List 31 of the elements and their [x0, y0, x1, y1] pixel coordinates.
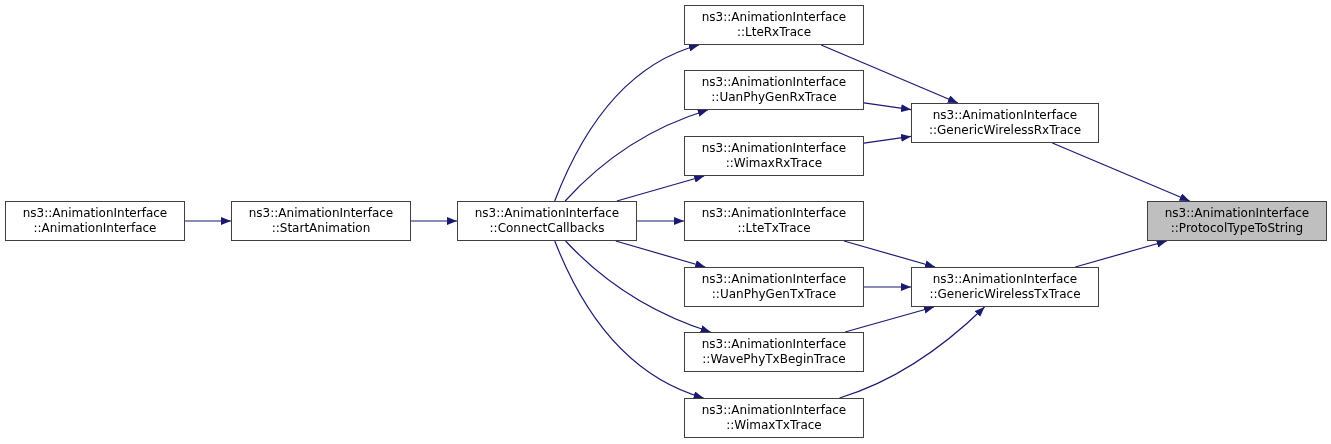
arrow — [410, 217, 458, 225]
arrow — [839, 306, 986, 399]
arrow — [636, 217, 685, 225]
function-box: ns3::AnimationInterface ::ProtocolTypeToString — [1147, 201, 1327, 241]
function-box: ns3::AnimationInterface ::WimaxRxTrace — [684, 136, 864, 176]
arrow — [1051, 142, 1191, 202]
function-box: ns3::AnimationInterface ::LteTxTrace — [684, 201, 864, 241]
function-box: ns3::AnimationInterface ::LteRxTrace — [684, 5, 864, 45]
arrow — [1074, 239, 1168, 268]
function-box: ns3::AnimationInterface ::ConnectCallbacks — [457, 201, 637, 241]
arrow — [616, 174, 705, 202]
arrow — [844, 305, 935, 333]
function-box: ns3::AnimationInterface ::GenericWirelessRxTrace — [911, 103, 1099, 143]
function-box: ns3::AnimationInterface ::AnimationInterface — [5, 201, 185, 241]
arrow — [554, 44, 700, 202]
function-box: ns3::AnimationInterface ::WimaxTxTrace — [684, 398, 864, 438]
function-box: ns3::AnimationInterface ::WavePhyTxBeginTrace — [684, 332, 864, 372]
arrow — [564, 240, 712, 333]
arrow — [554, 240, 705, 399]
arrow — [564, 109, 709, 202]
arrow — [615, 240, 706, 269]
function-box: ns3::AnimationInterface ::GenericWirelessTxTrace — [911, 267, 1099, 307]
arrow — [843, 240, 936, 269]
arrow — [863, 102, 912, 113]
arrow — [820, 44, 959, 104]
function-box: ns3::AnimationInterface ::UanPhyGenTxTrace — [684, 267, 864, 307]
arrow — [184, 217, 232, 225]
arrow — [863, 283, 912, 291]
function-box: ns3::AnimationInterface ::UanPhyGenRxTrace — [684, 70, 864, 110]
arrow — [863, 133, 912, 144]
function-box: ns3::AnimationInterface ::StartAnimation — [231, 201, 411, 241]
